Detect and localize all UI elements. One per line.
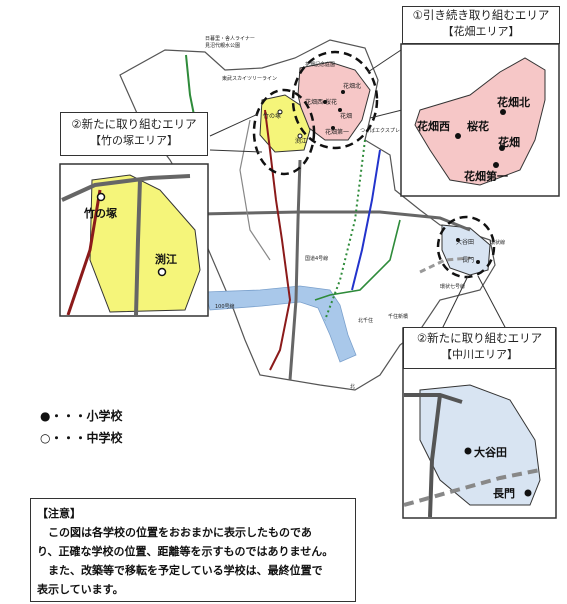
school-dot-small [456,238,460,242]
note-heading: 【注意】 [37,507,81,520]
label-route-kanjo7: 環状七号線 [440,283,465,290]
line-blue-tx [351,149,381,291]
label-small-nagakado: 長門 [462,257,474,264]
label-line-top2: 見沼代親水公園 [205,42,240,49]
label-tx: つくばエクスプレス [360,127,405,134]
label-small-kita: 花畑北 [343,82,361,90]
connector-naka-1 [441,275,469,330]
zoom-label-otanida: 大谷田 [474,445,507,459]
label-bridge: 千住新橋 [388,313,408,320]
callout-takenotsuka: ②新たに取り組むエリア 【竹の塚エリア】 [60,112,208,156]
line-green-dotted [324,139,366,321]
school-ring-small [297,133,303,139]
road-gray-vertical [288,159,302,381]
connector-take-1 [209,113,259,137]
label-route-right: 環状線 [490,239,505,246]
note-line1: この図は各学校の位置をおおまかに表示したものであ [37,526,312,539]
takenotsuka-area-small [259,94,311,153]
line-green-lower [314,219,401,301]
connector-naka-2 [477,275,507,330]
legend-elementary-label: ●・・・小学校 [40,409,123,423]
connector-hanahata-2 [369,109,403,119]
school-dot-small [323,100,327,104]
connector-hanahata-1 [367,47,405,73]
label-small-otanida: 大谷田 [456,238,474,246]
zoom-label-hanahata-kita: 花畑北 [497,95,530,109]
line-green-top [185,54,196,121]
zoom-hanahata: 花畑北 花畑西 桜花 花畑 花畑第一 [400,43,560,197]
zoom-label-hanahata-daiichi: 花畑第一 [464,169,508,183]
callout-nakagawa: ②新たに取り組むエリア 【中川エリア】 [403,327,556,369]
label-small-hana: 花畑 [340,112,352,120]
callout-hanahata-sub: 【花畑エリア】 [442,25,520,38]
callout-nakagawa-title: ②新たに取り組むエリア [416,331,543,345]
zoom-label-nagakado: 長門 [493,487,515,500]
note-box: 【注意】 この図は各学校の位置をおおまかに表示したものであ り、正確な学校の位置… [30,498,356,602]
zoom-label-hanahata-nishi: 花畑西 [417,119,450,133]
legend: ●・・・小学校 ○・・・中学校 [40,405,122,449]
callout-hanahata-title: ①引き続き取り組むエリア [412,8,550,22]
callout-nakagawa-sub: 【中川エリア】 [441,348,518,361]
zoom-label-fuchie: 渕江 [155,252,177,266]
label-senju: 北千住 [358,317,373,324]
label-hanahata-park: 花畑記念庭園 [305,61,335,68]
note-line3: また、改築等で移転を予定している学校は、最終位置で [37,564,323,577]
label-small-fuchie: 渕江 [295,137,307,145]
legend-junior-label: ○・・・中学校 [40,431,123,445]
nakagawa-ellipse [436,215,496,279]
label-route-4: 国道4号線 [305,255,328,262]
ward-outline [119,39,496,391]
zoom-label-hanahata: 花畑 [498,135,520,149]
label-skytree: 東武スカイツリーライン [222,75,277,82]
road-line-left [239,119,271,261]
note-line4: 表示しています。 [37,583,124,596]
school-dot-small [476,260,480,264]
arakawa-river [204,285,357,363]
connector-take-2 [209,149,263,153]
label-small-sakura: 桜花 [325,98,337,106]
label-route-100: 100号線 [215,303,235,310]
road-dashed [419,256,471,274]
zoom-label-sakurahana: 桜花 [467,119,489,133]
label-line-top1: 日暮里・舎人ライナー [205,35,255,42]
note-line2: り、正確な学校の位置、距離等を示すものではありません。 [37,545,334,558]
school-dot-small [338,108,342,112]
line-red-skytree [264,109,292,371]
takenotsuka-ellipse [252,88,316,176]
school-ring-small [277,109,283,115]
label-small-nishi: 花畑西 [305,98,323,106]
callout-takenotsuka-title: ②新たに取り組むエリア [71,117,197,131]
hanahata-ellipse [291,50,379,150]
zoom-label-takenotsuka: 竹の塚 [83,206,117,220]
legend-junior: ○・・・中学校 [40,427,122,449]
callout-hanahata: ①引き続き取り組むエリア 【花畑エリア】 [402,6,560,44]
zoom-takenotsuka: 竹の塚 渕江 [59,163,209,317]
school-dot-small [331,126,335,130]
label-small-daiichi: 花畑第一 [325,128,349,136]
label-small-take: 竹の塚 [263,112,281,120]
school-dot-small [341,90,345,94]
callout-takenotsuka-sub: 【竹の塚エリア】 [90,134,178,147]
label-kita: 北 [350,383,355,390]
legend-elementary: ●・・・小学校 [40,405,122,427]
